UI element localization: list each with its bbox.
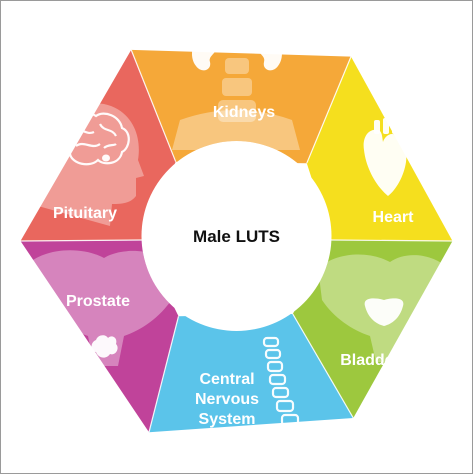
segment-label-central: Central bbox=[199, 371, 254, 388]
segment-label-prostate: Prostate bbox=[66, 293, 130, 310]
segment-label-nervous: Nervous bbox=[195, 391, 259, 408]
center-label: Male LUTS bbox=[193, 227, 280, 246]
segment-label-pituitary: Pituitary bbox=[53, 205, 117, 222]
segment-label-heart: Heart bbox=[373, 209, 415, 226]
segment-label-kidneys: Kidneys bbox=[213, 104, 275, 121]
segment-label-bladder: Bladder bbox=[340, 352, 400, 369]
segment-label-system: System bbox=[199, 411, 256, 428]
